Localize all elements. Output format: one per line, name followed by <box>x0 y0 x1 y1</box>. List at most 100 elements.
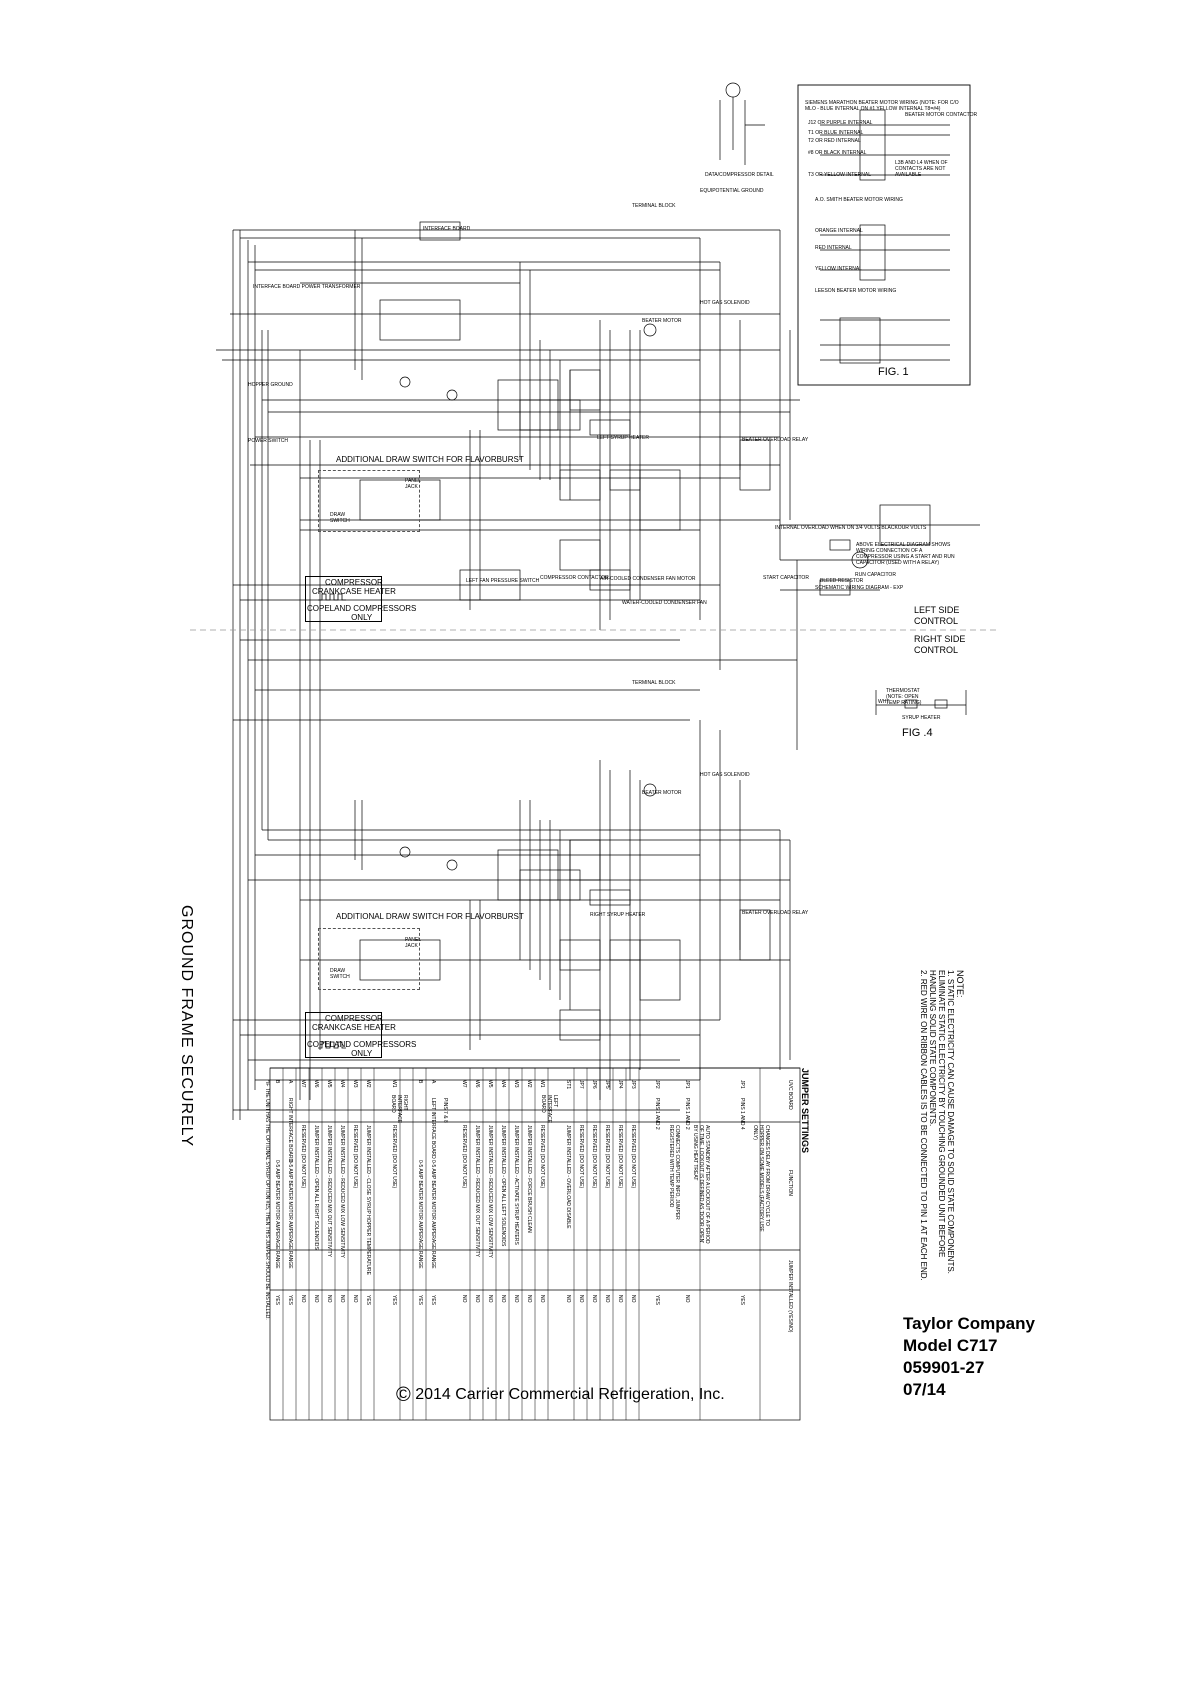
note-title: NOTE: <box>955 970 965 998</box>
left-w6-installed: NO <box>474 1295 480 1303</box>
beater-motor-label-upper: BEATER MOTOR <box>642 318 682 324</box>
jp1-row-b-installed: NO <box>684 1295 690 1303</box>
schematic-caption: SCHEMATIC WIRING DIAGRAM - EXP <box>815 585 904 591</box>
hopper-ground-label: HOPPER GROUND <box>248 382 293 388</box>
panel-jack-label-lower: PANEL JACK <box>405 937 422 949</box>
jp4-id: JP4 <box>617 1080 623 1089</box>
fig1-wire-4: #8 OR BLACK INTERNAL <box>808 150 867 156</box>
solenoid-label-lower: HOT GAS SOLENOID <box>700 772 750 778</box>
draw-switch-box-lower <box>318 928 420 990</box>
fig1-red: RED INTERNAL <box>815 245 852 251</box>
datacompressor-label: DATA/COMPRESSOR DETAIL <box>705 172 774 178</box>
note-line-1: 1. STATIC ELECTRICITY CAN CAUSE DAMAGE T… <box>946 970 955 1274</box>
st1-id: ST1 <box>565 1080 571 1090</box>
right-w6-function: JUMPER INSTALLED - OPEN ALL RIGHT SOLENO… <box>313 1125 319 1250</box>
jp4-function: RESERVED (DO NOT USE) <box>617 1125 623 1189</box>
jp2-id: JP2 <box>654 1080 660 1089</box>
jp1-row-a-pins: PINS 1 AND 4 <box>739 1098 745 1130</box>
right-side-control: RIGHT SIDE CONTROL <box>914 634 966 655</box>
beater-a-left-board: LEFT INTERFACE BOARD <box>430 1098 436 1159</box>
power-switch-label: POWER SWITCH <box>248 438 288 444</box>
right-w2-function: JUMPER INSTALLED - CLOSE SYRUP HOPPER TE… <box>365 1125 371 1275</box>
fig1-yellow: YELLOW INTERNAL <box>815 266 862 272</box>
left-w1-function: RESERVED (DO NOT USE) <box>539 1125 545 1189</box>
draw-switch-title-lower: ADDITIONAL DRAW SWITCH FOR FLAVORBURST <box>336 912 524 921</box>
left-w2-installed: NO <box>526 1295 532 1303</box>
left-w5-id: W5 <box>487 1080 493 1088</box>
left-w6-id: W6 <box>474 1080 480 1088</box>
beater-a-right-board: RIGHT INTERFACE BOARD <box>287 1098 293 1163</box>
jp7-id: JP7 <box>578 1080 584 1089</box>
jp1-row-a-function: CHANGES DELAY FROM DRAW CYCLE TO HOPPER … <box>752 1125 770 1232</box>
left-w3-id: W3 <box>513 1080 519 1088</box>
left-w5-installed: NO <box>487 1295 493 1303</box>
interface-board-label: INTERFACE BOARD <box>423 226 471 232</box>
right-w3-installed: NO <box>352 1295 358 1303</box>
right-w2-id: W2 <box>365 1080 371 1088</box>
copyright-line: © 2014 Carrier Commercial Refrigeration,… <box>396 1384 725 1407</box>
right-w2-installed: YES <box>365 1295 371 1306</box>
equipotential-label: EQUIPOTENTIAL GROUND <box>700 188 764 194</box>
above-note-label: ABOVE ELECTRICAL DIAGRAM SHOWS WIRING CO… <box>856 542 955 566</box>
terminal-block-label-lower: TERMINAL BLOCK <box>632 680 676 686</box>
fig1-contactor: BEATER MOTOR CONTACTOR <box>905 112 978 118</box>
bleed-resistor-label: BLEED RESISTOR <box>820 578 864 584</box>
draw-switch-label-upper: DRAW SWITCH <box>330 512 350 524</box>
beater-b-right-id: B <box>274 1080 280 1084</box>
right-w4-installed: NO <box>339 1295 345 1303</box>
fig4-wht: WHT <box>878 699 890 705</box>
jp1-row-b-function: AUTO STANDBY AFTER A LOCKOUT OF A PERIOD… <box>692 1125 710 1244</box>
left-w7-installed: NO <box>461 1295 467 1303</box>
left-w4-function: JUMPER INSTALLED - OPEN ALL LEFT SOLENOI… <box>500 1125 506 1247</box>
right-w7-id: W7 <box>300 1080 306 1088</box>
jp4-installed: NO <box>617 1295 623 1303</box>
right-w4-function: JUMPER INSTALLED - REDUCED MIX LOW SENSI… <box>339 1125 345 1258</box>
jp1-row-a-installed: YES <box>739 1295 745 1306</box>
fig4-heater: SYRUP HEATER <box>902 715 941 721</box>
note-line-3: HANDLING SOLID STATE COMPONENTS. <box>928 970 937 1127</box>
fig1-wire-2: T1 OR BLUE INTERNAL <box>808 130 864 136</box>
right-w1-id: W1 <box>391 1080 397 1088</box>
jp2-pins: PINS 1 AND 2 <box>654 1098 660 1130</box>
fig1-label: FIG. 1 <box>878 366 909 378</box>
fig4-thermostat: THERMOSTAT (NOTE: OPEN TEMP RATING) <box>886 688 922 706</box>
fig4-label: FIG .4 <box>902 727 933 739</box>
jp6-id: JP6 <box>591 1080 597 1089</box>
note-line-2: ELIMINATE STATIC ELECTRICITY BY TOUCHING… <box>937 970 946 1258</box>
jumper-settings-title: JUMPER SETTINGS <box>800 1068 810 1154</box>
left-side-control: LEFT SIDE CONTROL <box>914 605 960 626</box>
left-w7-function: RESERVED (DO NOT USE) <box>461 1125 467 1189</box>
right-w5-id: W5 <box>326 1080 332 1088</box>
jumper-header-function: FUNCTION <box>787 1170 793 1196</box>
fig1-wire-1: J12 OR PURPLE INTERNAL <box>808 120 873 126</box>
beater-a-right-function: 0-5 AMP BEATER MOTOR AMPERAGE RANGE <box>287 1160 293 1269</box>
beater-b-left-installed: YES <box>417 1295 423 1306</box>
st1-function: JUMPER INSTALLED - OVERLOAD DISABLE <box>565 1125 571 1229</box>
jp2-function: CONNECTS COMPUTER INFO, JUMPER REGISTERE… <box>668 1125 680 1220</box>
fig1-leeson-title: LEESON BEATER MOTOR WIRING <box>815 288 897 294</box>
solenoid-label-upper: HOT GAS SOLENOID <box>700 300 750 306</box>
left-w1-installed: NO <box>539 1295 545 1303</box>
beater-b-right-function: 0-5 AMP BEATER MOTOR AMPERAGE RANGE <box>274 1160 280 1269</box>
left-w2-id: W2 <box>526 1080 532 1088</box>
left-syrup-heater-label: LEFT SYRUP HEATER <box>597 435 649 441</box>
right-w5-installed: NO <box>326 1295 332 1303</box>
panel-jack-label-upper: PANEL JACK <box>405 478 422 490</box>
beater-a-left-id: A <box>430 1080 436 1084</box>
water-cooled-label: WATER-COOLED CONDENSER FAN <box>622 600 707 606</box>
internal-overload-label: INTERNAL OVERLOAD WHEN ON 3/4 VOLTS BLAC… <box>775 525 927 531</box>
left-w3-installed: NO <box>513 1295 519 1303</box>
jp5-installed: NO <box>604 1295 610 1303</box>
beater-b-left-function: 0-5 AMP BEATER MOTOR AMPERAGE RANGE <box>417 1160 423 1269</box>
right-w1-function: RESERVED (DO NOT USE) <box>391 1125 397 1189</box>
st1-installed: NO <box>565 1295 571 1303</box>
right-w7-function: RESERVED (DO NOT USE) <box>300 1125 306 1189</box>
right-w3-function: RESERVED (DO NOT USE) <box>352 1125 358 1189</box>
note-line-4: 2. RED WIRE ON RIBBON CABLES IS TO BE CO… <box>919 970 928 1281</box>
beater-motor-label-lower: BEATER MOTOR <box>642 790 682 796</box>
jp1-row-b-id: JP1 <box>684 1080 690 1089</box>
jp3-function: RESERVED (DO NOT USE) <box>630 1125 636 1189</box>
left-w4-installed: NO <box>500 1295 506 1303</box>
jp1-row-b-pins: PINS 1 AND 2 <box>684 1098 690 1130</box>
jp5-id: JP5 <box>604 1080 610 1089</box>
